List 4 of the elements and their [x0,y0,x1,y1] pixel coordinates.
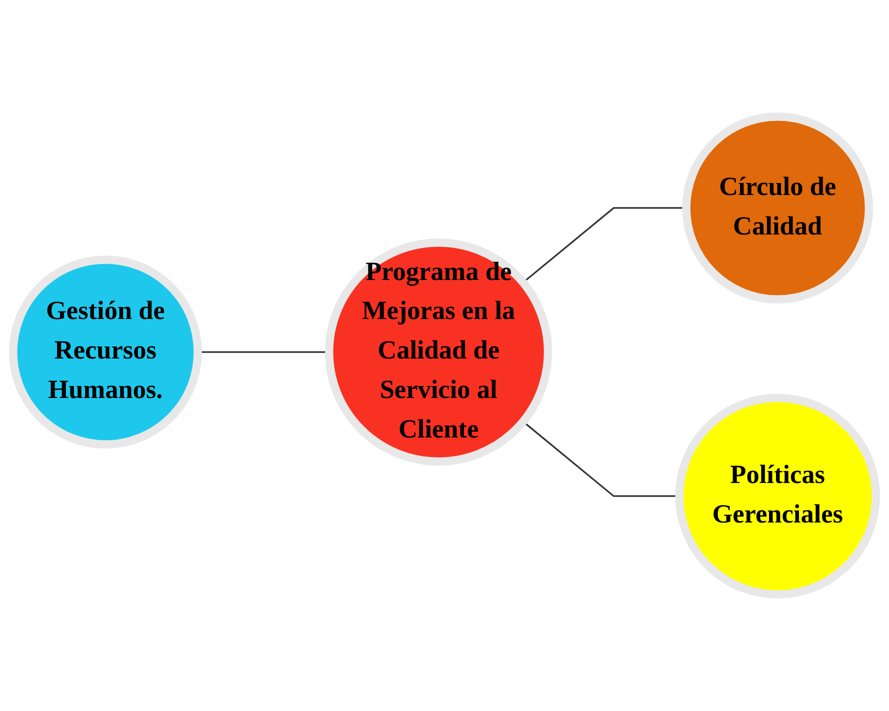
node-circle: Círculo de Calidad [682,112,874,304]
node-circle: Programa de Mejoras en la Calidad de Servicio al Cliente [325,238,552,466]
node-circle: Gestión de Recursos Humanos. [9,256,202,448]
node-circle: Políticas Gerenciales [675,394,880,598]
